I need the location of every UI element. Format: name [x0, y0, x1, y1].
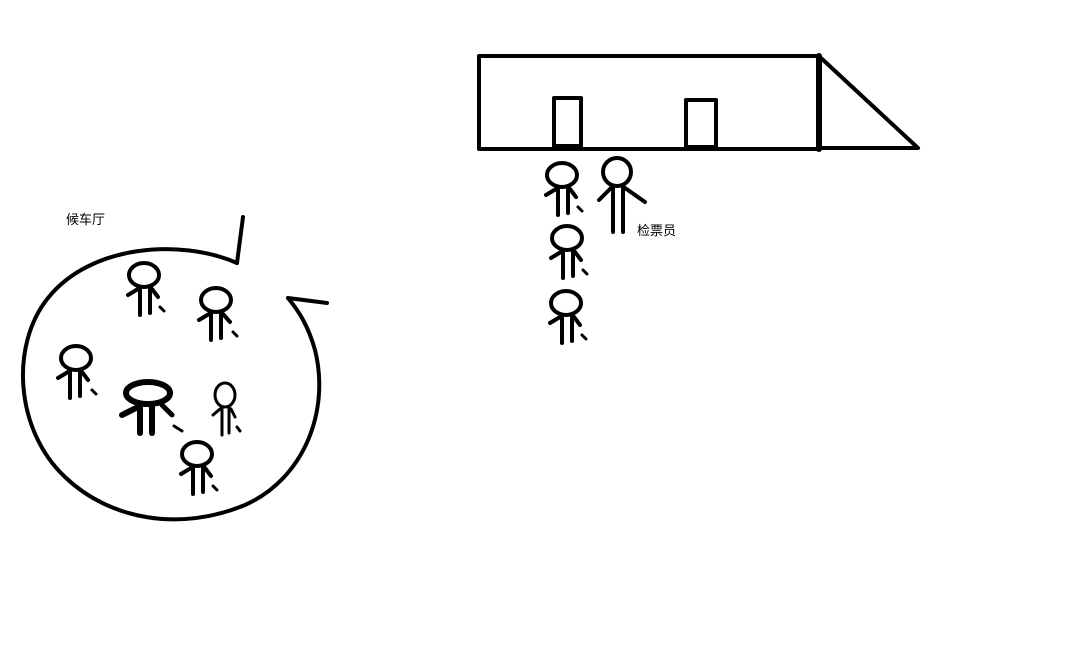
passenger-figure — [56, 344, 98, 400]
train-door-right — [684, 98, 718, 149]
train — [477, 53, 920, 152]
waiting-hall-wall — [21, 247, 322, 522]
passenger-figure — [197, 286, 239, 342]
passenger-figure — [549, 224, 589, 280]
train-door-left — [552, 96, 583, 148]
waiting-hall-exit-flap — [235, 215, 245, 265]
passenger-figure — [548, 289, 588, 345]
waiting-hall-label: 候车厅 — [66, 213, 106, 228]
ticket-inspector-label: 检票员 — [637, 224, 677, 239]
waiting-hall — [21, 215, 329, 522]
train-nose — [819, 56, 920, 150]
passenger-figure — [544, 161, 584, 217]
train-body — [477, 54, 820, 151]
passenger-figure — [179, 440, 219, 496]
passenger-figure — [126, 261, 166, 317]
ticket-inspector-figure — [597, 156, 647, 234]
waiting-hall-entrance-flap — [286, 296, 329, 305]
passenger-figure — [211, 381, 242, 437]
passenger-figure — [119, 379, 184, 436]
